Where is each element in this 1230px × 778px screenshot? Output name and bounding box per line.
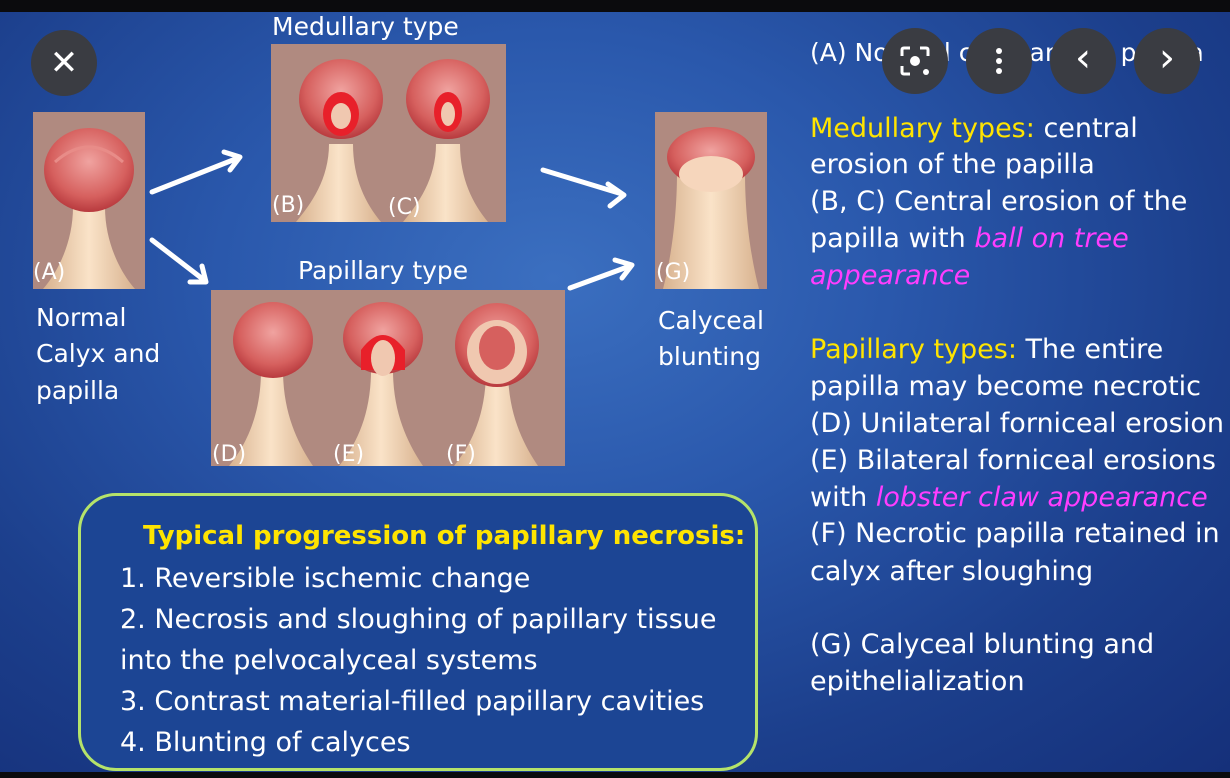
blunting-illustration	[663, 127, 759, 289]
legend-d: (D) Unilateral forniceal erosion	[810, 408, 1224, 439]
legend-g-line1: (G) Calyceal blunting and	[810, 629, 1155, 660]
label-e: (E)	[333, 442, 365, 467]
progression-step-2-cont: into the pelvocalyceal systems	[120, 645, 538, 676]
progression-step-4: 4. Blunting of calyces	[120, 727, 411, 758]
label-blunting: blunting	[658, 342, 761, 371]
panel-medullary	[271, 44, 506, 222]
more-vertical-icon	[996, 48, 1002, 74]
label-normal-calyx-and: Calyx and	[36, 339, 161, 368]
legend-bc-line3: appearance	[810, 260, 971, 291]
label-papillary-type: Papillary type	[298, 256, 469, 285]
normal-calyx-illustration	[43, 128, 135, 289]
more-options-button[interactable]	[966, 28, 1032, 94]
close-button[interactable]: ✕	[31, 30, 97, 96]
legend-papillary-line2: papilla may become necrotic	[810, 371, 1201, 402]
label-g: (G)	[656, 260, 691, 285]
close-icon: ✕	[49, 43, 79, 83]
progression-step-1: 1. Reversible ischemic change	[120, 563, 531, 594]
legend-papillary-heading: Papillary types: The entire	[810, 334, 1164, 365]
label-d: (D)	[212, 442, 247, 467]
progression-arrows	[149, 149, 635, 291]
panel-papillary	[211, 290, 565, 466]
label-medullary-type: Medullary type	[272, 12, 459, 41]
legend-e-line1: (E) Bilateral forniceal erosions	[810, 445, 1216, 476]
progression-step-2: 2. Necrosis and sloughing of papillary t…	[120, 604, 717, 635]
legend-bc-line1: (B, C) Central erosion of the	[810, 186, 1188, 217]
label-f: (F)	[446, 442, 476, 467]
panel-normal-calyx	[33, 112, 145, 289]
slide-image: Medullary type Papillary type (A) (B) (C…	[0, 12, 1230, 772]
legend-e-line2: with lobster claw appearance	[810, 482, 1208, 513]
chevron-right-icon: ›	[1159, 35, 1175, 81]
papillary-illustration	[229, 302, 539, 466]
legend-f-line2: calyx after sloughing	[810, 556, 1094, 587]
label-normal-papilla: papilla	[36, 376, 120, 405]
legend-g-line2: epithelialization	[810, 666, 1025, 697]
lens-icon	[900, 46, 930, 76]
legend-f-line1: (F) Necrotic papilla retained in	[810, 518, 1220, 549]
next-image-button[interactable]: ›	[1134, 28, 1200, 94]
legend-medullary-heading: Medullary types: central	[810, 113, 1138, 144]
previous-image-button[interactable]: ‹	[1050, 28, 1116, 94]
lens-search-button[interactable]	[882, 28, 948, 94]
label-normal: Normal	[36, 303, 127, 332]
panel-calyceal-blunting	[655, 112, 767, 289]
progression-box: Typical progression of papillary necrosi…	[78, 493, 758, 771]
label-c: (C)	[388, 195, 421, 220]
label-calyceal: Calyceal	[658, 306, 764, 335]
label-a: (A)	[33, 260, 66, 285]
label-b: (B)	[272, 193, 305, 218]
legend-bc-line2: papilla with ball on tree	[810, 223, 1129, 254]
medullary-illustration	[296, 59, 490, 222]
progression-step-3: 3. Contrast material-filled papillary ca…	[120, 686, 705, 717]
legend-medullary-line2: erosion of the papilla	[810, 149, 1095, 180]
progression-title: Typical progression of papillary necrosi…	[143, 521, 746, 551]
chevron-left-icon: ‹	[1075, 35, 1091, 81]
